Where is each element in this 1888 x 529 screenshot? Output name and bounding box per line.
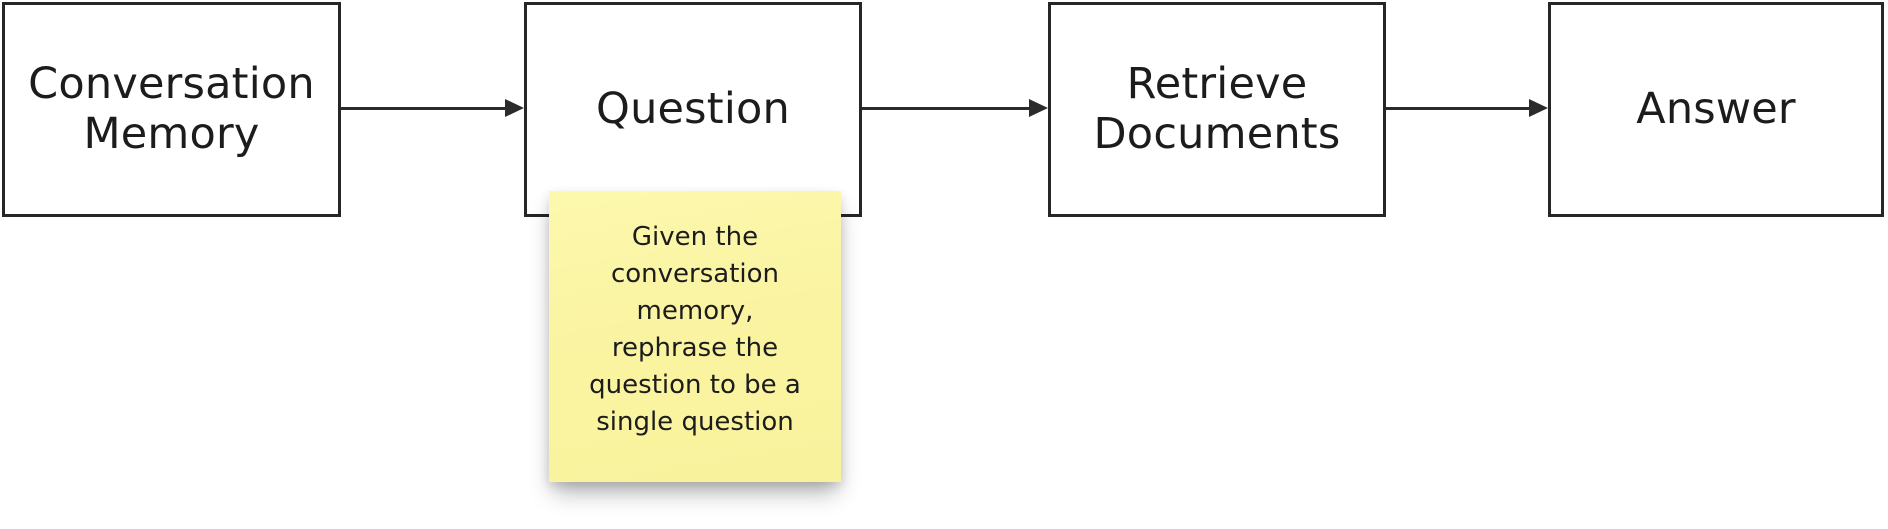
arrow-head-icon — [1529, 99, 1548, 117]
node-retrieve-documents[interactable]: Retrieve Documents — [1048, 2, 1386, 217]
arrow-head-icon — [1029, 99, 1048, 117]
arrow-question-to-retrieve-documents — [862, 96, 1048, 120]
node-label: Retrieve Documents — [1093, 59, 1341, 159]
arrow-conversation-memory-to-question — [341, 96, 524, 120]
sticky-note-text: Given the conversation memory, rephrase … — [589, 221, 801, 437]
node-question[interactable]: Question — [524, 2, 862, 217]
node-conversation-memory[interactable]: Conversation Memory — [2, 2, 341, 217]
arrow-shaft — [341, 106, 505, 110]
node-label: Question — [596, 83, 790, 134]
arrow-retrieve-documents-to-answer — [1386, 96, 1548, 120]
arrow-head-icon — [505, 99, 524, 117]
sticky-note-question[interactable]: Given the conversation memory, rephrase … — [549, 191, 841, 482]
arrow-shaft — [862, 106, 1029, 110]
arrow-shaft — [1386, 106, 1529, 110]
node-label: Conversation Memory — [28, 59, 315, 159]
node-label: Answer — [1636, 83, 1796, 134]
node-answer[interactable]: Answer — [1548, 2, 1884, 217]
